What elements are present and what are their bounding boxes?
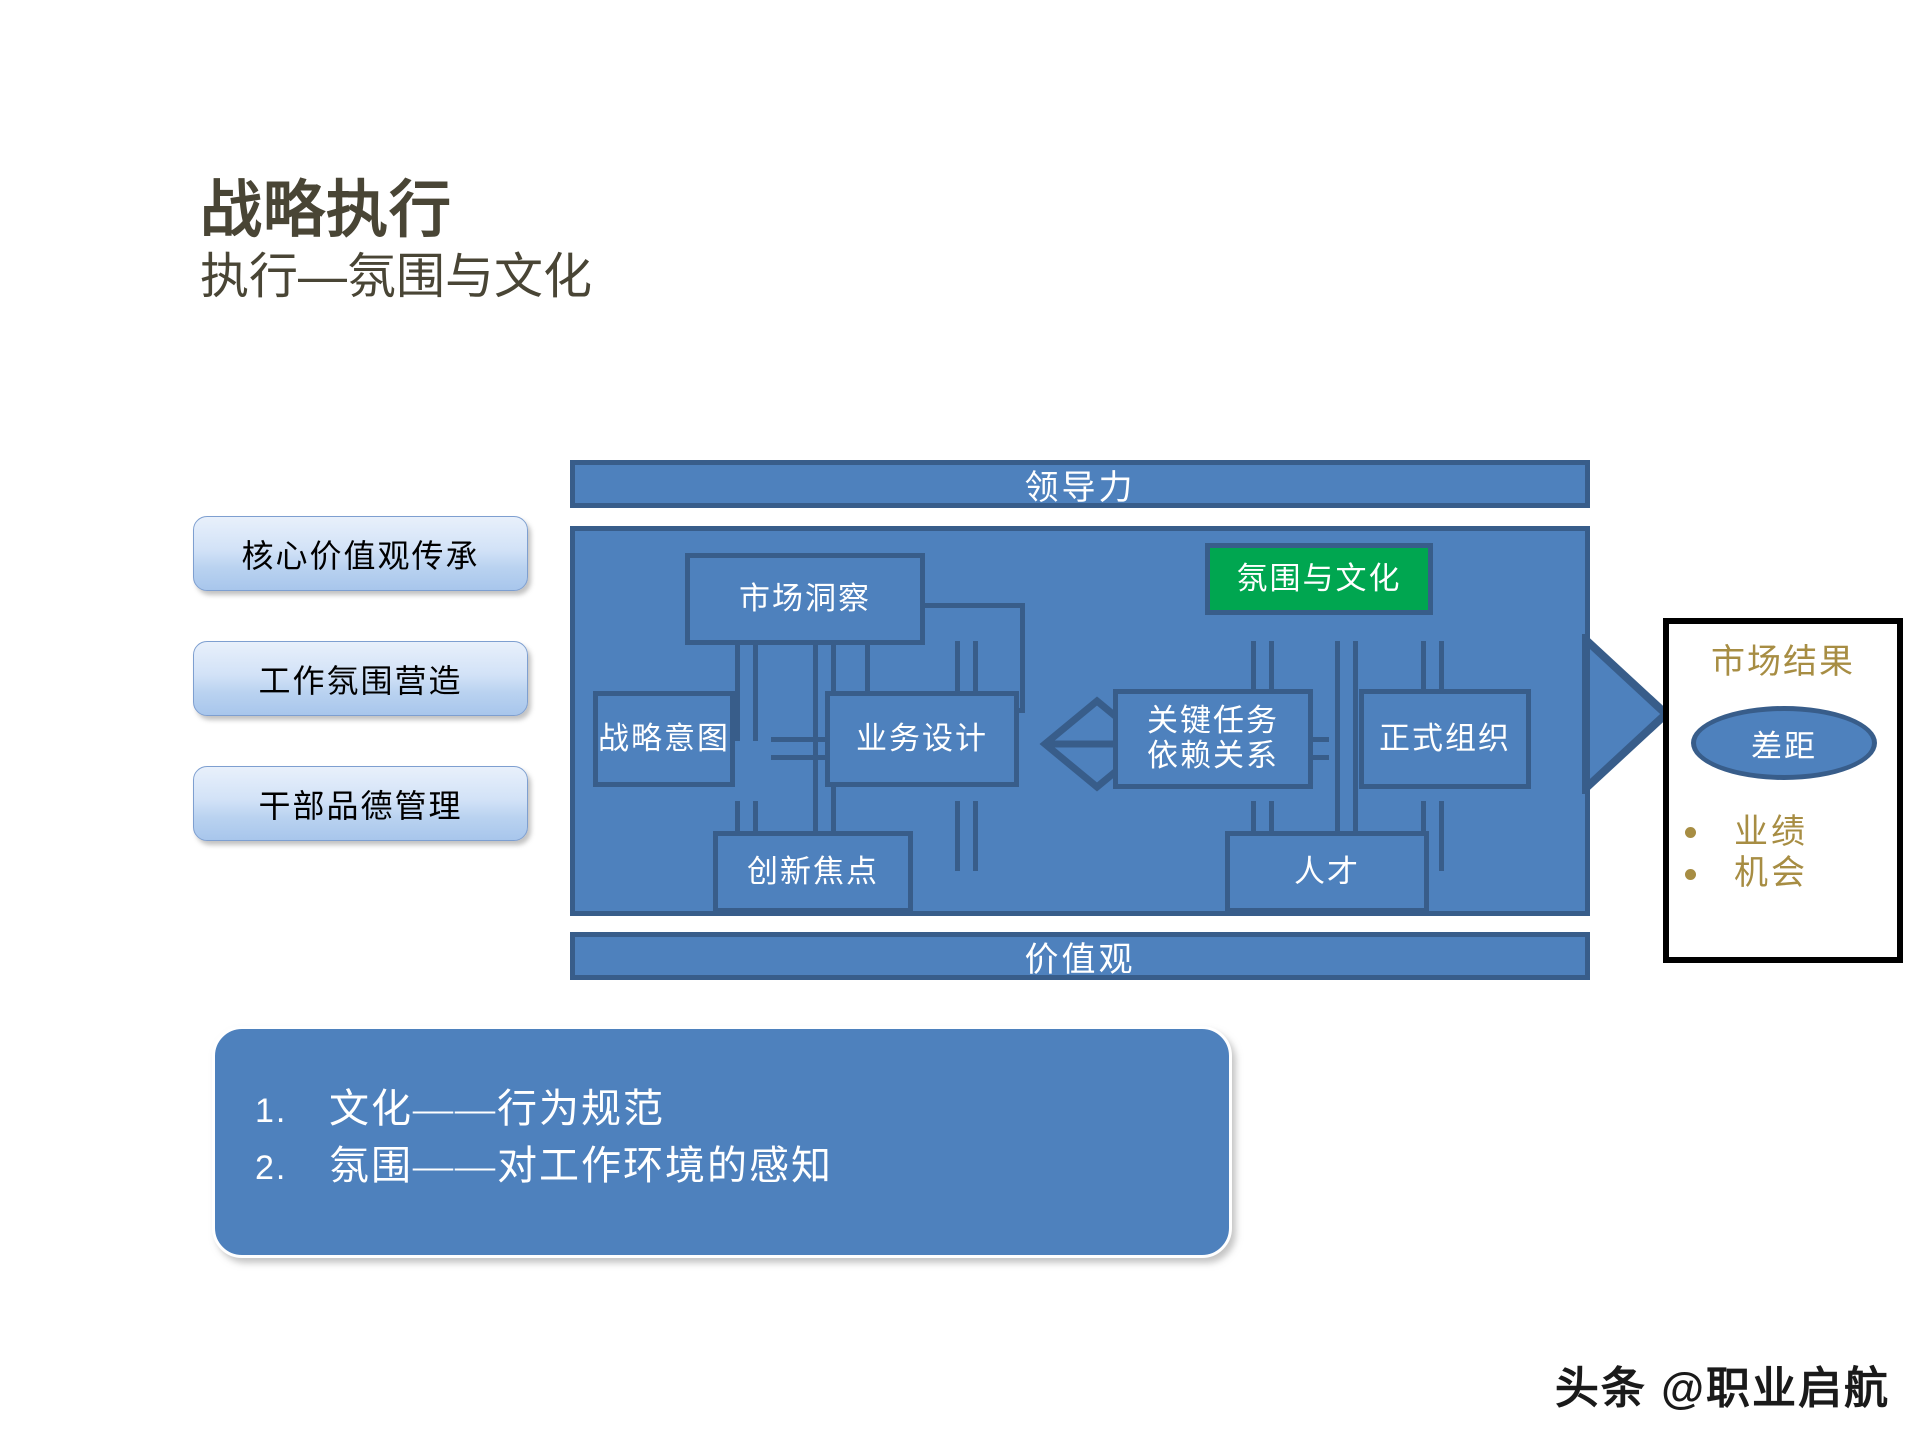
market-result-title: 市场结果	[1711, 644, 1855, 681]
node-strategic-intent[interactable]: 战略意图	[593, 691, 735, 787]
blm-body: 市场洞察 战略意图 业务设计 创新焦点 氛围与文化 关键任务 依赖关系 正式组织…	[570, 526, 1590, 916]
left-pill-cadre-ethics[interactable]: 干部品德管理	[193, 766, 528, 841]
node-market-insight[interactable]: 市场洞察	[685, 553, 925, 645]
list-item: 机会	[1685, 853, 1895, 894]
gap-ellipse-label: 差距	[1751, 728, 1817, 764]
right-arrow-icon	[1582, 634, 1670, 794]
connector-ghost-design	[955, 641, 978, 701]
connector-insight-intent	[735, 641, 758, 741]
connector-culture-organization	[1421, 641, 1444, 701]
bullet-dot-icon	[1685, 827, 1696, 839]
node-business-design[interactable]: 业务设计	[825, 691, 1019, 787]
blm-band-values: 价值观	[570, 932, 1590, 980]
left-pill-work-atmosphere[interactable]: 工作氛围营造	[193, 641, 528, 716]
node-market-insight-label: 市场洞察	[739, 580, 871, 616]
left-pill-label: 工作氛围营造	[258, 662, 463, 699]
node-innovation-focus[interactable]: 创新焦点	[713, 831, 913, 913]
market-result-bullets: 业绩 机会	[1685, 812, 1895, 895]
node-atmosphere-culture[interactable]: 氛围与文化	[1205, 543, 1433, 615]
node-key-task-dependency[interactable]: 关键任务 依赖关系	[1113, 689, 1313, 789]
note-text: 文化——行为规范	[329, 1086, 665, 1131]
node-key-task-dependency-label: 关键任务 依赖关系	[1147, 703, 1279, 773]
note-text: 氛围——对工作环境的感知	[329, 1142, 833, 1188]
node-talent[interactable]: 人才	[1225, 831, 1429, 913]
connector-design-innovation	[955, 801, 978, 871]
node-formal-organization-label: 正式组织	[1379, 720, 1511, 756]
bullet-dot-icon	[1685, 868, 1696, 880]
node-strategic-intent-label: 战略意图	[598, 720, 730, 756]
node-innovation-focus-label: 创新焦点	[747, 853, 879, 889]
page-subtitle: 执行—氛围与文化	[200, 250, 593, 305]
connector-culture-keytask	[1251, 641, 1274, 701]
blm-band-leadership-label: 领导力	[1024, 469, 1136, 507]
notes-box: 1. 文化——行为规范 2. 氛围——对工作环境的感知	[212, 1026, 1232, 1258]
page-title: 战略执行	[200, 176, 453, 245]
note-number: 2.	[255, 1148, 288, 1187]
connector-intent-design	[771, 737, 825, 760]
list-item: 1. 文化——行为规范	[255, 1081, 1229, 1138]
node-formal-organization[interactable]: 正式组织	[1359, 689, 1531, 789]
bullet-label: 业绩	[1734, 814, 1808, 851]
gap-ellipse[interactable]: 差距	[1691, 706, 1877, 780]
left-pill-core-values[interactable]: 核心价值观传承	[193, 516, 528, 591]
note-number: 1.	[255, 1092, 288, 1130]
left-pill-label: 核心价值观传承	[241, 537, 480, 574]
watermark: 头条 @职业启航	[1554, 1364, 1890, 1413]
blm-band-leadership: 领导力	[570, 460, 1590, 508]
node-atmosphere-culture-label: 氛围与文化	[1236, 560, 1402, 596]
list-item: 业绩	[1685, 812, 1895, 853]
bullet-label: 机会	[1734, 855, 1808, 893]
node-talent-label: 人才	[1294, 853, 1360, 889]
node-business-design-label: 业务设计	[856, 720, 988, 756]
left-pill-label: 干部品德管理	[258, 787, 463, 824]
blm-band-values-label: 价值观	[1024, 941, 1136, 979]
market-result-panel: 市场结果 差距 业绩 机会	[1663, 618, 1903, 963]
connector-culture-talent	[1335, 641, 1358, 871]
title-block: 战略执行 执行—氛围与文化	[200, 178, 1100, 305]
blm-diagram: 领导力 市场洞察 战略意图 业务设计	[570, 460, 1590, 980]
list-item: 2. 氛围——对工作环境的感知	[255, 1138, 1229, 1195]
